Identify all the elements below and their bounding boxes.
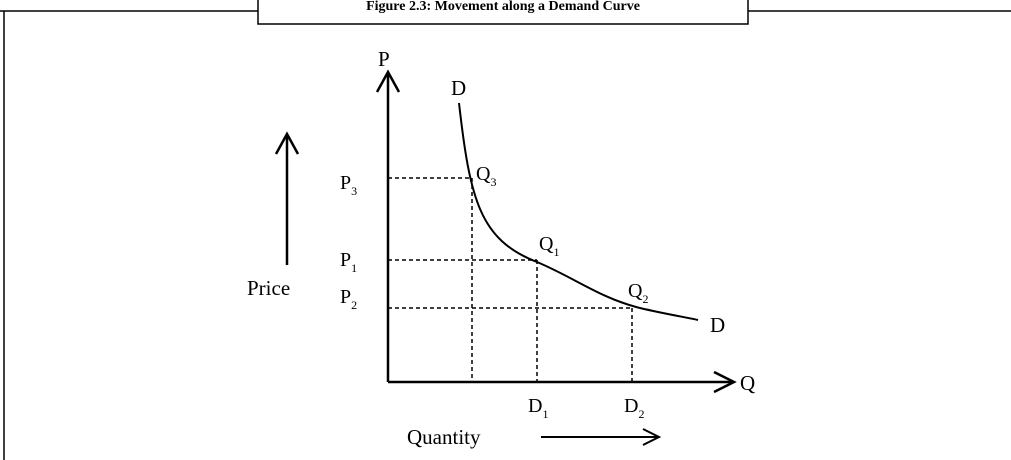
demand-curve-label-top: D	[451, 76, 466, 100]
figure-title: Figure 2.3: Movement along a Demand Curv…	[366, 0, 640, 14]
price-level-p2: P2	[340, 286, 357, 312]
price-annotation-label: Price	[247, 276, 290, 300]
quantity-annotation-label: Quantity	[407, 425, 481, 449]
title-box	[257, 0, 749, 25]
y-axis-label: P	[378, 47, 390, 71]
quantity-level-d1: D1	[528, 395, 548, 421]
quantity-right-arrow-head	[642, 428, 662, 446]
price-level-p1: P1	[340, 249, 357, 275]
price-up-arrow-head	[274, 131, 300, 155]
x-axis-label: Q	[740, 371, 755, 395]
price-level-p3: P3	[340, 172, 357, 198]
x-axis-arrowhead	[713, 370, 737, 394]
demand-curve-label-bottom: D	[710, 313, 725, 337]
point-q1: Q1	[539, 233, 559, 259]
demand-curve	[458, 102, 699, 321]
y-axis-arrowhead	[375, 69, 401, 93]
quantity-level-d2: D2	[624, 395, 644, 421]
point-q3: Q3	[476, 163, 496, 189]
point-q2: Q2	[628, 280, 648, 306]
